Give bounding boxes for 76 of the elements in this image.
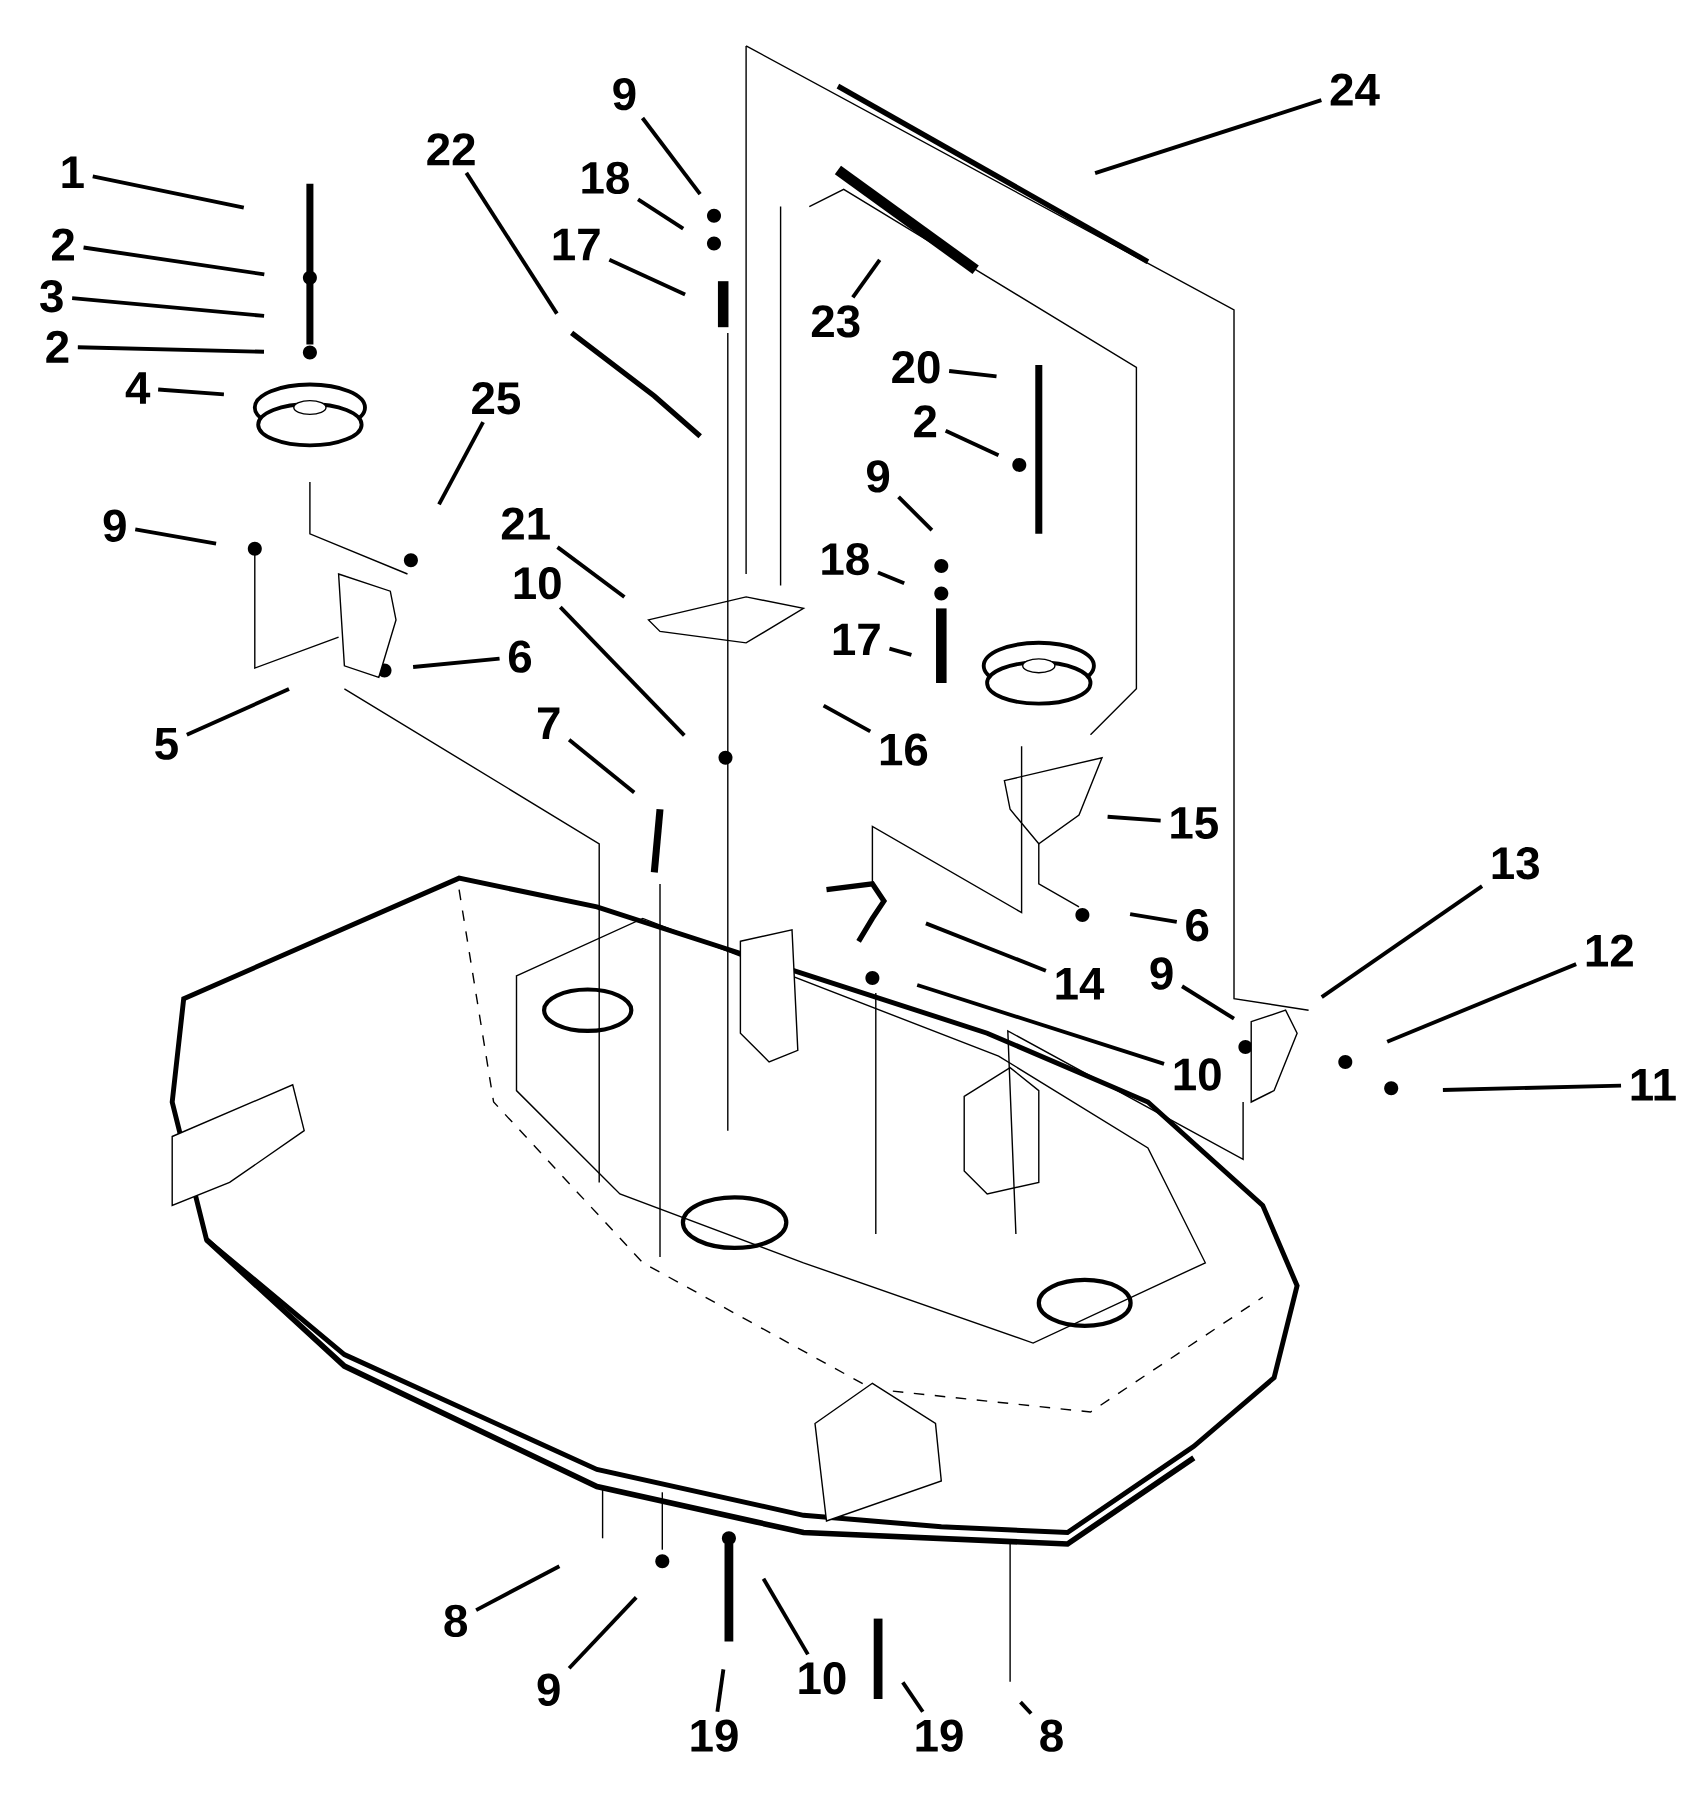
callout-number: 8: [444, 1604, 468, 1638]
leader-line: [134, 527, 217, 546]
callout-number: 3: [40, 279, 63, 313]
callout-number: 8: [1040, 1719, 1063, 1752]
callout-number: 18: [822, 542, 869, 576]
callout-number: 9: [613, 77, 636, 111]
callout-number: 17: [833, 623, 880, 656]
callout-number: 6: [508, 640, 532, 673]
callout-number: 2: [46, 330, 69, 363]
leader-line: [92, 174, 245, 210]
callout-number: 5: [155, 727, 178, 760]
leader-line: [475, 1564, 561, 1612]
callout-number: 9: [103, 509, 126, 542]
leader-line: [637, 197, 685, 231]
leader-line: [897, 495, 934, 532]
callout-number: 13: [1492, 847, 1539, 880]
callout-number: 10: [1174, 1058, 1221, 1091]
callout-number: 6: [1186, 909, 1209, 942]
leader-line: [1019, 1700, 1033, 1715]
leader-line: [437, 421, 485, 506]
callout-number: 18: [582, 161, 629, 195]
leader-line: [925, 921, 1047, 973]
leader-line: [944, 429, 1000, 458]
leader-line: [1129, 912, 1178, 924]
leader-line: [464, 171, 559, 315]
callout-number: 9: [1150, 957, 1173, 990]
callout-number: 9: [537, 1673, 560, 1706]
leader-line: [71, 296, 265, 318]
leader-line: [608, 258, 686, 297]
leader-line: [948, 369, 997, 379]
callout-number: 15: [1171, 807, 1218, 840]
callout-number: 12: [1586, 934, 1633, 967]
leader-line: [877, 570, 905, 585]
callout-number: 11: [1631, 1069, 1676, 1101]
callout-number: 19: [916, 1719, 963, 1752]
leader-line: [822, 703, 872, 733]
leader-line: [567, 1596, 638, 1670]
leader-line: [1320, 884, 1484, 999]
leader-line: [1386, 962, 1577, 1044]
leader-line: [77, 345, 265, 354]
leader-line: [851, 258, 882, 299]
leader-line: [761, 1577, 810, 1656]
callout-number: 16: [880, 733, 928, 766]
callout-number: 10: [514, 567, 561, 600]
callout-number: 17: [553, 228, 600, 261]
leader-line: [1181, 984, 1236, 1021]
leader-line: [83, 245, 265, 277]
callout-number: 20: [892, 351, 940, 384]
callout-number: 2: [52, 228, 74, 261]
leader-line: [715, 1669, 726, 1713]
leader-line: [1094, 98, 1322, 176]
callout-number: 14: [1056, 968, 1105, 1000]
leader-line: [916, 983, 1165, 1066]
callout-number: 21: [501, 507, 550, 540]
callout-number: 1: [62, 156, 84, 188]
callout-number: 19: [691, 1719, 738, 1752]
callout-number: 22: [427, 133, 475, 166]
callout-number: 24: [1330, 73, 1380, 106]
callout-number: 4: [125, 372, 151, 404]
leader-line: [558, 605, 686, 737]
leader-line: [640, 116, 702, 196]
leader-line: [567, 738, 636, 795]
leader-line: [888, 646, 912, 657]
leader-line: [901, 1681, 925, 1713]
callout-number: 7: [538, 707, 560, 739]
callout-number: 2: [914, 405, 937, 438]
callout-number: 9: [867, 460, 890, 493]
callout-number: 23: [811, 305, 860, 338]
callout-number: 10: [799, 1662, 846, 1695]
leader-line: [158, 387, 225, 397]
callout-number: 25: [472, 382, 521, 415]
leader-line: [186, 687, 290, 737]
leader-line: [1442, 1083, 1622, 1092]
leader-line: [556, 545, 626, 599]
leader-line: [412, 656, 500, 669]
leader-line: [1107, 814, 1161, 823]
